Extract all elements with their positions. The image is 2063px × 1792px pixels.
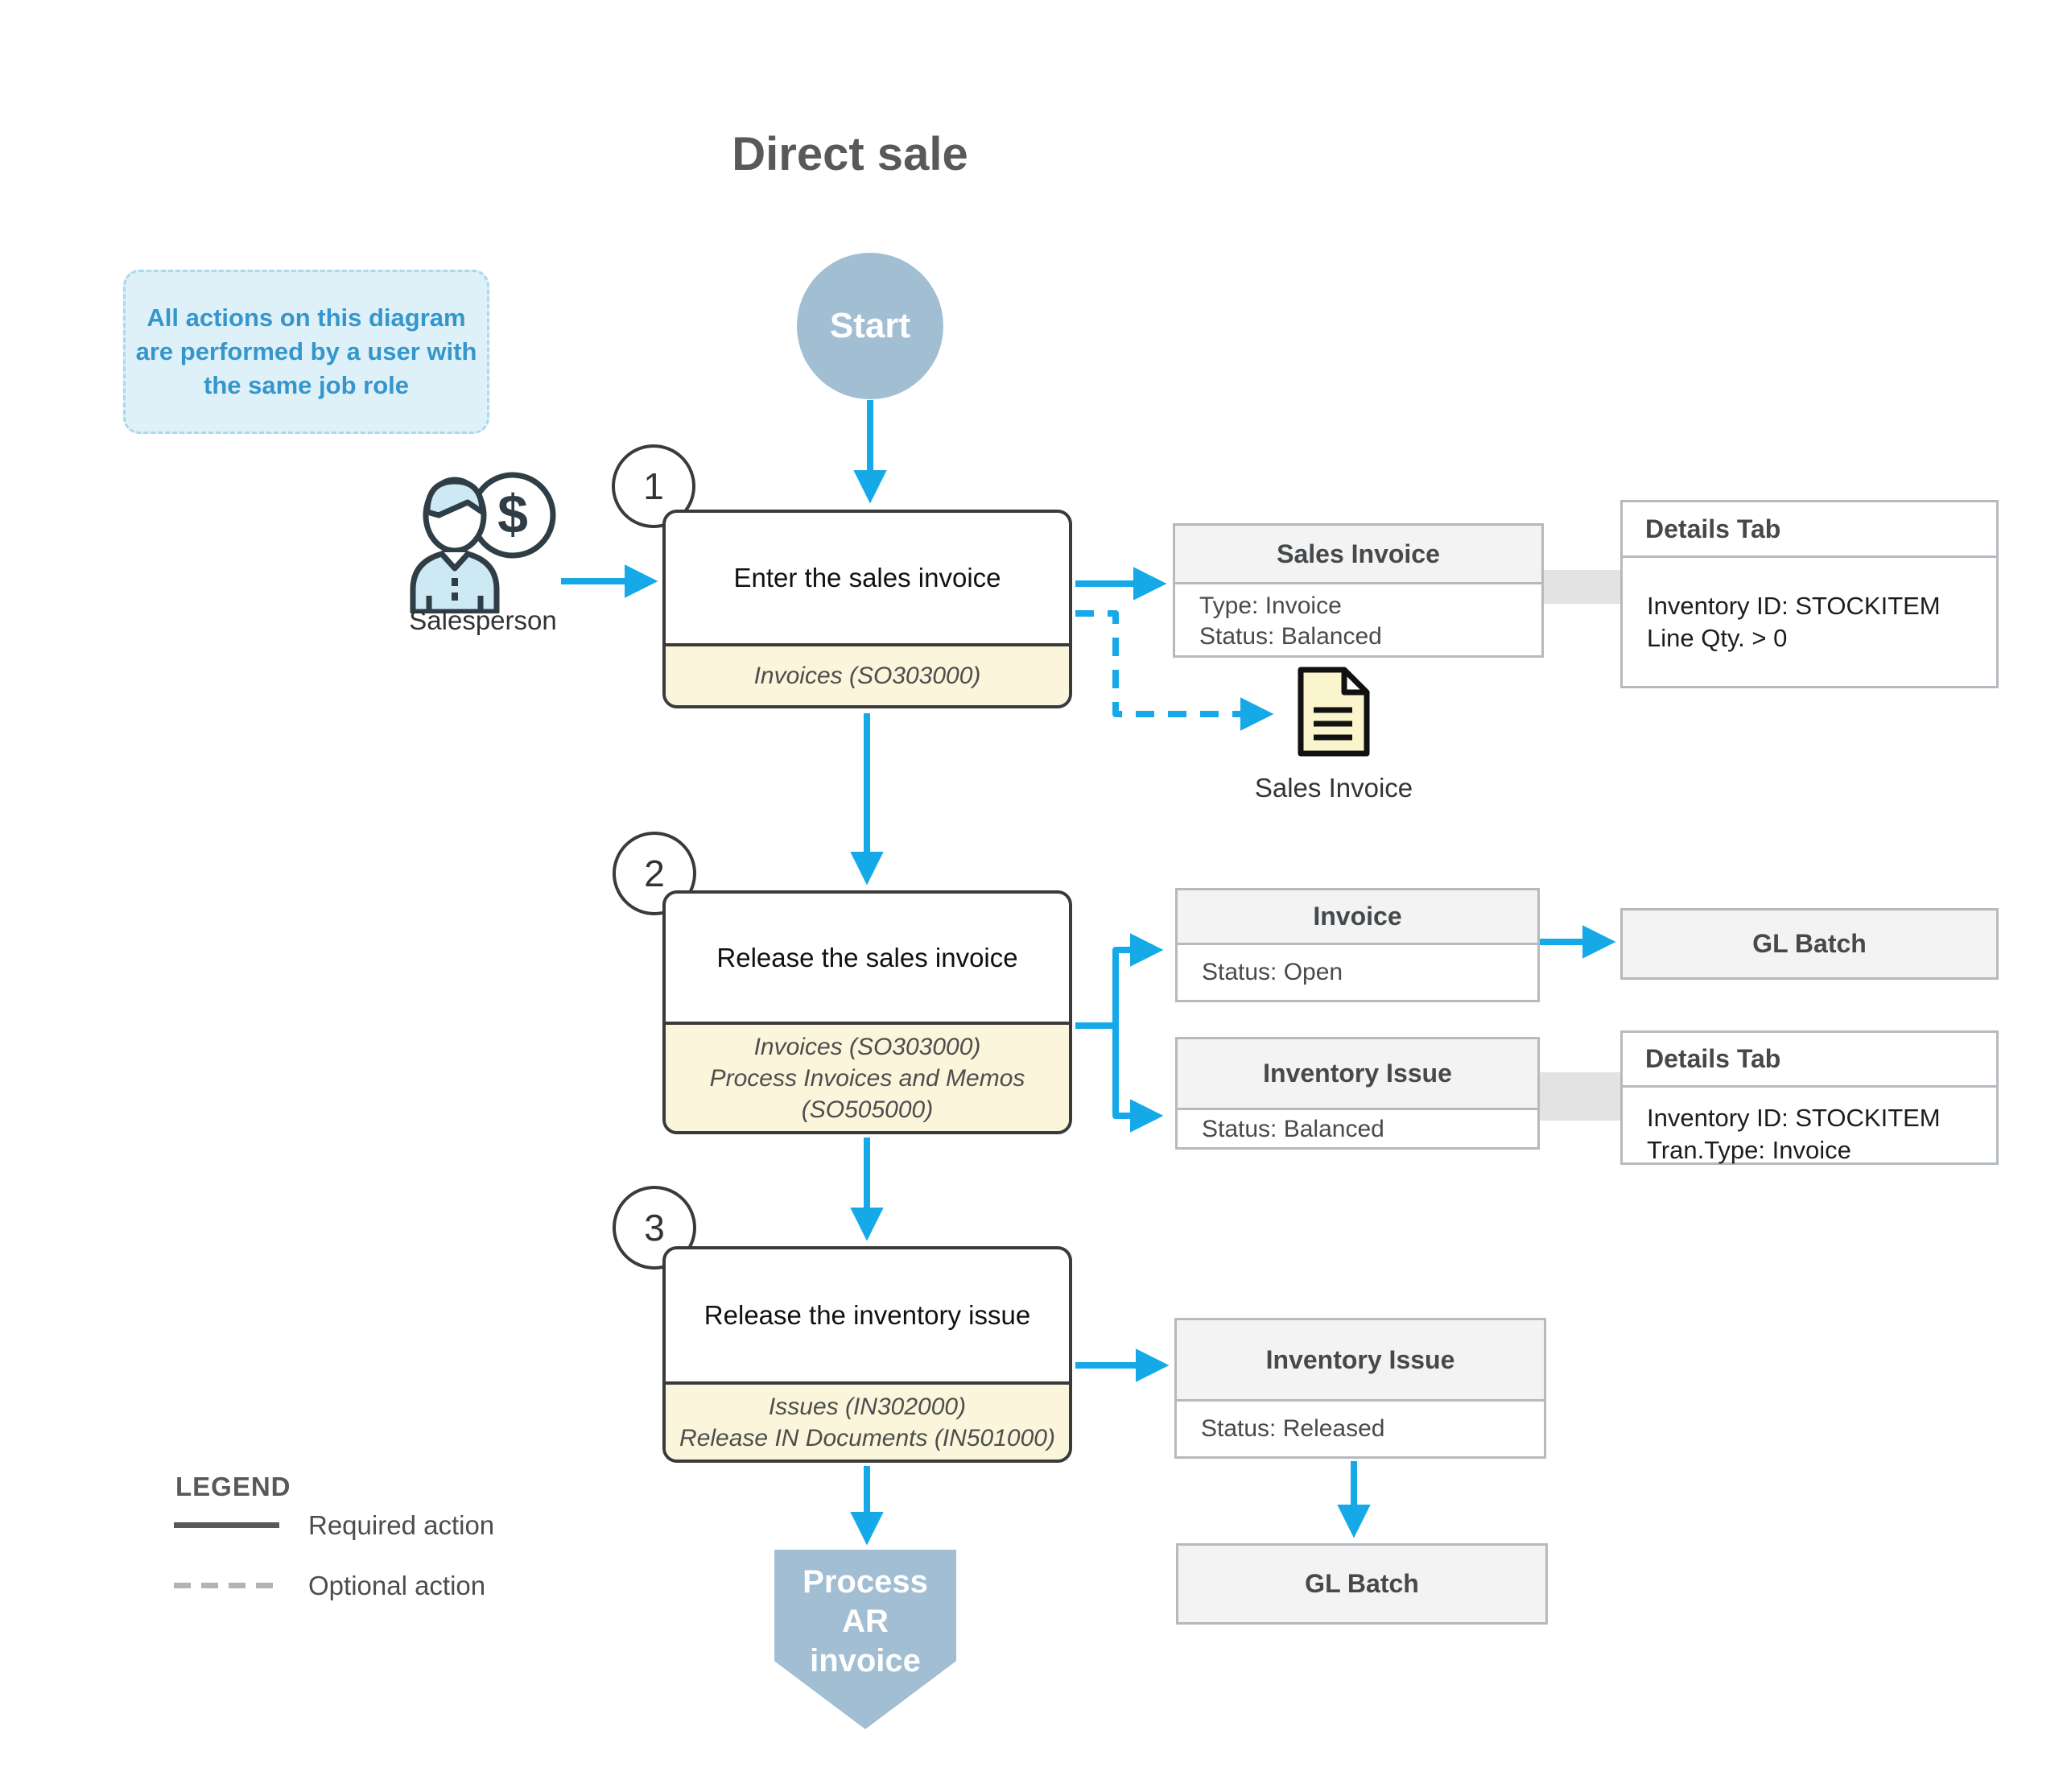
gl-batch-2-box: GL Batch	[1176, 1543, 1548, 1625]
details-tab-1-title: Details Tab	[1623, 502, 1996, 558]
step3-screens: Issues (IN302000) Release IN Documents (…	[666, 1381, 1069, 1460]
legend-title: LEGEND	[175, 1472, 291, 1501]
page-title: Direct sale	[732, 128, 968, 180]
details-tab-1-line: Line Qty. > 0	[1647, 624, 1788, 652]
step1-title: Enter the sales invoice	[733, 563, 1001, 593]
connector-band-inventory-details	[1537, 1072, 1623, 1121]
svg-text:$: $	[497, 484, 528, 545]
sales-invoice-box: Sales Invoice Type: Invoice Status: Bala…	[1173, 523, 1544, 658]
step2-title: Release the sales invoice	[716, 942, 1018, 972]
details-tab-2-title: Details Tab	[1623, 1033, 1996, 1088]
step1-number: 1	[612, 444, 695, 528]
document-icon	[1298, 667, 1370, 757]
invoice-title: Invoice	[1178, 890, 1537, 945]
connector-band-sales-invoice-details	[1542, 570, 1623, 604]
inventory-issue-released-line: Status: Released	[1201, 1415, 1385, 1442]
details-tab-2-box: Details Tab Inventory ID: STOCKITEM Tran…	[1620, 1030, 1999, 1165]
legend-required-label: Required action	[308, 1510, 495, 1540]
step1-screens: Invoices (SO303000)	[666, 643, 1069, 705]
inventory-issue-released-title: Inventory Issue	[1177, 1320, 1544, 1402]
invoice-box: Invoice Status: Open	[1175, 888, 1540, 1002]
legend-required-line	[174, 1522, 279, 1528]
arrow-optional-step1-to-document	[1075, 610, 1274, 731]
arrow-step2-to-inventory-issue	[1112, 1026, 1164, 1133]
gl-batch-1-box: GL Batch	[1620, 908, 1999, 980]
sales-invoice-line: Type: Invoice	[1199, 593, 1342, 619]
salesperson-icon: $	[406, 469, 559, 615]
salesperson-label: Salesperson	[409, 605, 557, 635]
arrow-step2-to-invoice	[1112, 933, 1164, 1026]
legend-optional-line	[174, 1583, 279, 1588]
step3-box: Release the inventory issue Issues (IN30…	[662, 1246, 1072, 1463]
invoice-line: Status: Open	[1202, 959, 1343, 985]
step2-screens: Invoices (SO303000) Process Invoices and…	[666, 1022, 1069, 1131]
legend-optional-label: Optional action	[308, 1571, 486, 1600]
details-tab-2-line: Tran.Type: Invoice	[1647, 1136, 1851, 1164]
inventory-issue-balanced-title: Inventory Issue	[1178, 1039, 1537, 1110]
details-tab-2-line: Inventory ID: STOCKITEM	[1647, 1104, 1941, 1132]
inventory-issue-released-box: Inventory Issue Status: Released	[1174, 1318, 1546, 1459]
inventory-issue-balanced-box: Inventory Issue Status: Balanced	[1175, 1037, 1540, 1150]
details-tab-1-box: Details Tab Inventory ID: STOCKITEM Line…	[1620, 500, 1999, 688]
step2-box: Release the sales invoice Invoices (SO30…	[662, 890, 1072, 1134]
sales-invoice-line: Status: Balanced	[1199, 623, 1382, 650]
step1-box: Enter the sales invoice Invoices (SO3030…	[662, 510, 1072, 708]
start-node: Start	[797, 253, 943, 399]
sales-invoice-title: Sales Invoice	[1175, 526, 1541, 584]
inventory-issue-balanced-line: Status: Balanced	[1202, 1116, 1384, 1142]
step3-title: Release the inventory issue	[703, 1300, 1031, 1330]
document-label: Sales Invoice	[1254, 773, 1413, 803]
details-tab-1-line: Inventory ID: STOCKITEM	[1647, 592, 1941, 620]
note-box: All actions on this diagram are performe…	[123, 270, 489, 434]
